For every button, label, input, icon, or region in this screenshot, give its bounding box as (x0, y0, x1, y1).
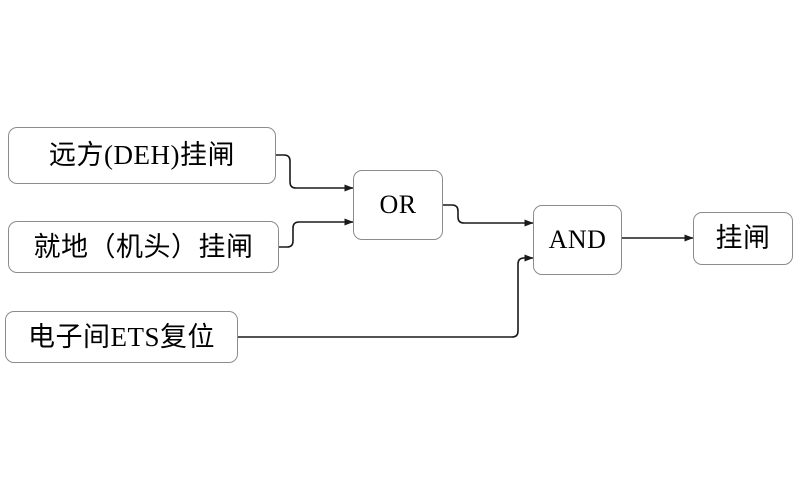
wire-ets-to-and (238, 254, 534, 338)
logic-gate-and[interactable]: AND (533, 205, 622, 275)
output-box-trip-label: 挂闸 (715, 223, 771, 253)
wire-or-to-and (443, 204, 534, 227)
wire-local-to-or (279, 218, 354, 248)
logic-gate-and-label: AND (548, 225, 607, 254)
logic-gate-or-label: OR (379, 190, 417, 219)
input-box-remote-deh-trip-label: 远方(DEH)挂闸 (49, 140, 235, 170)
input-box-ets-reset[interactable]: 电子间ETS复位 (5, 311, 238, 363)
wire-remote-to-or (276, 154, 354, 192)
input-box-remote-deh-trip[interactable]: 远方(DEH)挂闸 (8, 127, 276, 184)
input-box-local-machine-head-trip[interactable]: 就地（机头）挂闸 (8, 221, 279, 273)
logic-gate-or[interactable]: OR (353, 170, 443, 240)
input-box-local-machine-head-trip-label: 就地（机头）挂闸 (33, 231, 254, 262)
input-box-ets-reset-label: 电子间ETS复位 (27, 321, 215, 352)
output-box-trip[interactable]: 挂闸 (693, 212, 793, 265)
